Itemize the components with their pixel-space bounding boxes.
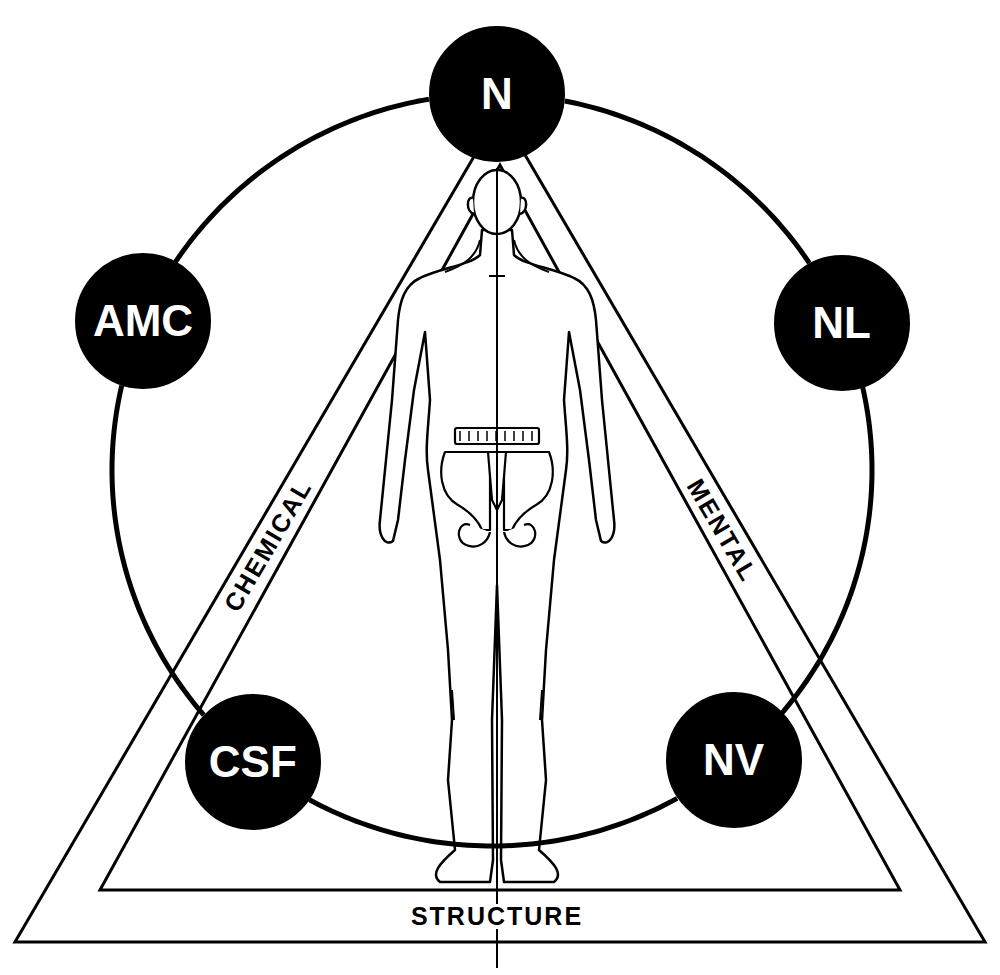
band-label: CHEMICAL [218, 472, 317, 618]
ear [468, 198, 474, 214]
node-circle: NL [774, 255, 910, 391]
circle-fill [76, 254, 210, 388]
pelvic-ring [459, 524, 490, 546]
iliac-wing [504, 452, 553, 530]
hatch-stroke [504, 431, 506, 441]
tick-mark [489, 275, 505, 277]
circle-fill [667, 693, 801, 827]
node-label: NL [812, 301, 871, 345]
circle-fill [430, 27, 564, 161]
neck-muscle-line [514, 240, 549, 272]
ring-arc [112, 385, 204, 715]
ring-arc [782, 387, 872, 713]
hatch-stroke [477, 431, 479, 441]
ear [520, 198, 526, 214]
neck-muscle-line [445, 240, 480, 272]
node-label: N [481, 72, 513, 116]
node-circle: NV [666, 692, 802, 828]
band-label: MENTAL [681, 472, 763, 588]
inner-triangle [100, 165, 900, 890]
node-label: CSF [209, 740, 297, 784]
node-label: NV [703, 738, 764, 782]
hatch-stroke [522, 431, 524, 441]
hatch-stroke [531, 431, 533, 441]
pelvic-ring [504, 524, 535, 546]
node-circle: N [429, 26, 565, 162]
hatch-stroke [459, 431, 461, 441]
hatch-stroke [513, 431, 515, 441]
iliac-wing [441, 452, 490, 530]
circle-fill [775, 256, 909, 390]
outer-triangle [15, 112, 985, 942]
knee-line [452, 690, 454, 720]
knee-line [540, 690, 542, 720]
band-label: STRUCTURE [408, 904, 586, 929]
node-circle: AMC [75, 253, 211, 389]
ring-arc [309, 798, 677, 846]
node-circle: CSF [185, 694, 321, 830]
circle-fill [186, 695, 320, 829]
node-label: AMC [93, 299, 193, 343]
ring-arc [176, 99, 429, 262]
ring-arc [565, 101, 809, 263]
hatch-stroke [468, 431, 470, 441]
hatch-stroke [486, 431, 488, 441]
